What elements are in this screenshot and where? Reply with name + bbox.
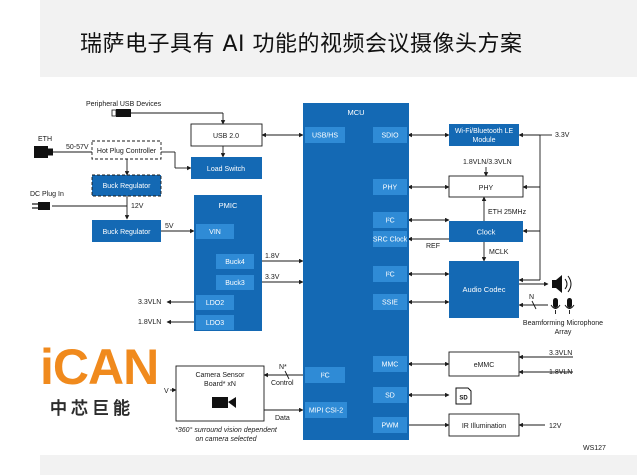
audio-codec-label: Audio Codec [463,285,506,294]
wifi-bt-block [449,124,519,146]
mcu-title: MCU [347,108,364,117]
pmic-ldo2: LDO2 [206,300,224,307]
load-switch-label: Load Switch [207,166,245,173]
video-camera-icon [212,397,236,408]
surround-note-1: *360° surround vision dependent [175,426,278,434]
wifi-label-2: Module [473,137,496,144]
pmic-ldo3: LDO3 [206,320,224,327]
camera-label-2: Board* xN [204,381,236,388]
port-mipi: MIPI CSI-2 [309,408,343,415]
eth-label: ETH [38,136,52,143]
eth25-label: ETH 25MHz [488,209,527,216]
data-label: Data [275,415,290,422]
port-phy: PHY [383,185,398,192]
mcu-ports: USB/HS SDIO PHY I²C SRC Clock I²C SSIE M… [305,127,408,433]
buck-regulator-top [91,174,162,197]
emmc-label: eMMC [474,362,495,369]
v12-left-label: 12V [131,203,144,210]
title-band [40,0,637,77]
phy-label: PHY [479,185,494,192]
port-sd: SD [385,393,395,400]
camera-label-1: Camera Sensor [195,372,245,379]
clock-label: Clock [477,228,496,237]
emmc-v18-label: 1.8VLN [549,369,572,376]
hot-plug-block [91,140,162,160]
port-sdio: SDIO [381,133,399,140]
pmic-title: PMIC [219,201,238,210]
buck-regulator-bottom [92,220,161,242]
camera-sensor-block [175,365,265,422]
footer-band [40,455,637,475]
ir-block [448,413,520,437]
phy-block [448,175,524,198]
dc-plug-icon [32,202,50,210]
logo-subtitle: 中芯巨能 [50,399,134,419]
wifi-label-1: Wi-Fi/Bluetooth LE [455,128,514,135]
speaker-icon [552,275,572,293]
ethernet-plug-icon [34,146,53,158]
eth-voltage-label: 50-57V [66,144,89,151]
port-pwm: PWM [381,423,398,430]
figure-id: WS127 [583,445,606,452]
logo-wordmark: iCAN [40,339,159,395]
v33-right-label: 3.3V [555,132,570,139]
port-i2c-mid: I²C [385,272,394,279]
load-switch-block [191,157,262,179]
beamforming-label-2: Array [555,329,572,336]
usb20-block [190,123,263,147]
page-title: 瑞萨电子具有 AI 功能的视频会议摄像头方案 [80,32,523,57]
hot-plug-label: Hot Plug Controller [97,148,157,155]
port-i2c-top: I²C [385,218,394,225]
ldo2-out-label: 3.3VLN [138,299,161,306]
ldo3-out-label: 1.8VLN [138,319,161,326]
emmc-block [448,351,520,377]
emmc-v33-label: 3.3VLN [549,350,572,357]
ref-label: REF [426,243,440,250]
usb-plug-icon [111,109,131,117]
port-i2c-cam: I²C [320,373,329,380]
v12-ir-label: 12V [549,423,562,430]
n-audio-label: N [529,294,534,301]
port-mmc: MMC [382,362,399,369]
svg-text:SD: SD [459,396,468,402]
v18-pmic-label: 1.8V [265,253,280,260]
control-label: Control [271,380,294,387]
port-src-clock: SRC Clock [373,237,408,244]
mclk-label: MCLK [489,249,509,256]
sd-card-icon: SD [455,387,472,405]
wires [52,112,573,428]
ican-logo: iCAN 中芯巨能 [40,342,180,422]
buck-bottom-label: Buck Regulator [103,229,152,236]
dc-plug-label: DC Plug In [30,191,64,198]
audio-codec-block [449,261,519,318]
surround-note-2: on camera selected [195,436,257,443]
microphone-icon [550,298,575,314]
n-control-label: N* [279,364,287,371]
signal-labels: Peripheral USB Devices ETH 50-57V DC Plu… [30,101,606,452]
v33-pmic-label: 3.3V [265,274,280,281]
v5-label: 5V [165,223,174,230]
port-ssie: SSIE [382,300,398,307]
ir-label: IR Illumination [462,423,506,430]
buck-top-label: Buck Regulator [103,183,152,190]
pmic-vin: VIN [209,229,221,236]
phy-supply-label: 1.8VLN/3.3VLN [463,159,512,166]
clock-block [449,221,523,242]
pmic-buck3: Buck3 [225,280,245,287]
usb20-label: USB 2.0 [213,133,239,140]
beamforming-label-1: Beamforming Microphone [523,320,603,327]
peripheral-usb-label: Peripheral USB Devices [86,101,162,108]
port-usbhs: USB/HS [312,133,338,140]
pmic-buck4: Buck4 [225,259,245,266]
camera-v-label: V [164,388,169,395]
